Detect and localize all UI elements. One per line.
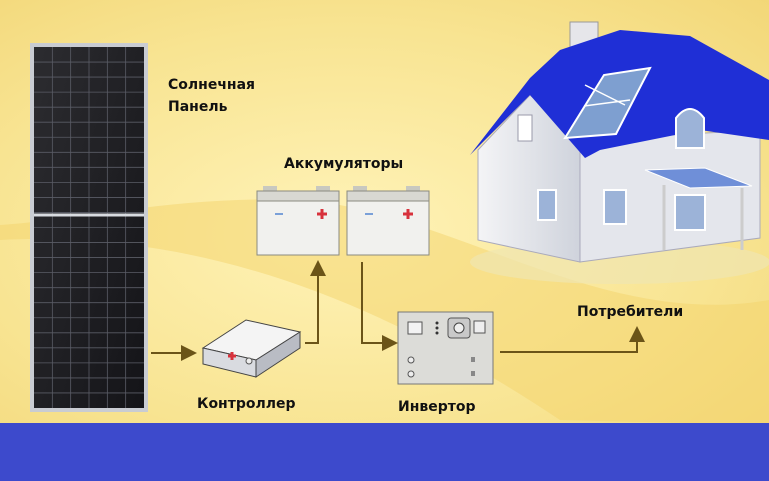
controller-label: Контроллер xyxy=(197,396,296,412)
inverter-label: Инвертор xyxy=(398,399,476,415)
flow-arrows xyxy=(151,260,645,361)
consumers-label: Потребители xyxy=(577,304,683,320)
arrow-inverter-to-consumers xyxy=(500,326,645,353)
minus-icon xyxy=(275,213,283,215)
battery-1 xyxy=(256,186,340,256)
house xyxy=(470,21,769,284)
arrow-battery-to-inverter xyxy=(361,262,398,351)
solar-panel-label-line2: Панель xyxy=(168,99,228,115)
inverter xyxy=(397,311,494,385)
bottom-band xyxy=(0,423,769,481)
charge-controller xyxy=(201,319,302,378)
solar-panel xyxy=(30,43,148,412)
batteries-label: Аккумуляторы xyxy=(284,156,403,172)
minus-icon xyxy=(365,213,373,215)
battery-2 xyxy=(346,186,430,256)
solar-panel-label-line1: Солнечная xyxy=(168,77,255,93)
background-swoosh xyxy=(0,199,769,425)
plus-icon xyxy=(403,209,413,219)
plus-icon xyxy=(317,209,327,219)
arrow-controller-to-battery xyxy=(305,260,326,344)
